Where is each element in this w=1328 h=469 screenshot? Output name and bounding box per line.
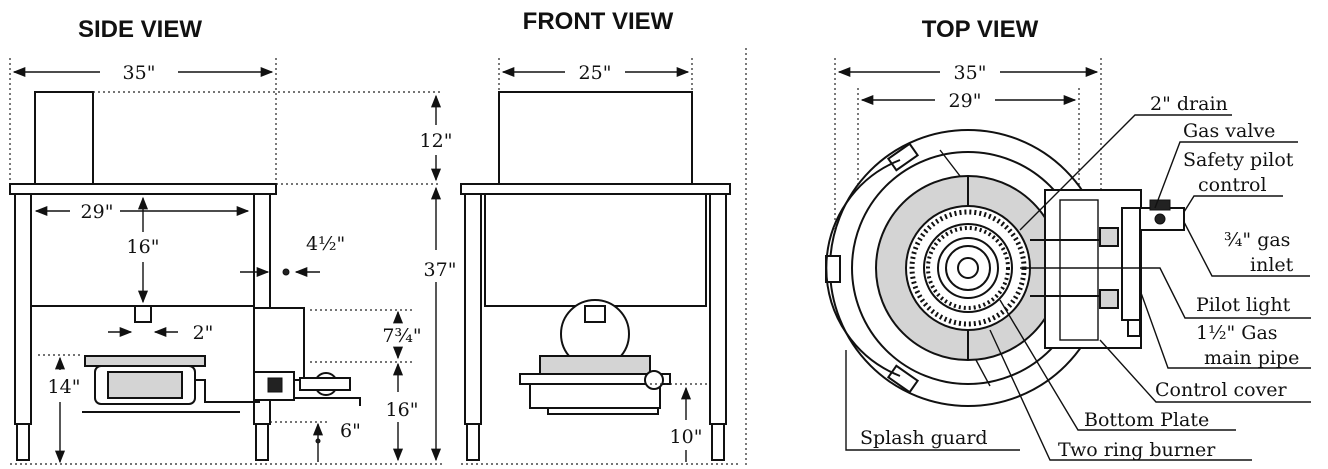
front-view: 25" 10" (460, 58, 740, 465)
dim-side-35: 35" (123, 62, 156, 84)
side-splash-guard (34, 91, 94, 185)
side-top-rim (9, 183, 277, 195)
dim-side-37: 37" (424, 259, 457, 281)
dim-side-12: 12" (420, 130, 453, 152)
label-splash-guard: Splash guard (860, 427, 988, 449)
label-control-cover: Control cover (1155, 379, 1288, 401)
front-view-title: FRONT VIEW (523, 8, 674, 35)
side-control-box (253, 307, 305, 381)
dim-side-29: 29" (81, 201, 114, 223)
label-main-pipe: 1½" Gas (1196, 322, 1278, 344)
dim-side-14: 14" (48, 376, 81, 398)
label-gas-valve: Gas valve (1183, 120, 1275, 142)
label-gas-inlet: ¾" gas (1224, 229, 1290, 251)
dim-side-4-5: 4½" (306, 233, 345, 255)
dim-front-10: 10" (670, 426, 703, 448)
dim-top-35: 35" (954, 62, 987, 84)
front-burner (539, 355, 651, 375)
dim-front-25: 25" (579, 62, 612, 84)
top-main-pipe (1121, 207, 1141, 321)
side-view-title: SIDE VIEW (78, 16, 202, 43)
top-view-title: TOP VIEW (922, 16, 1039, 43)
front-splash-guard (498, 91, 693, 185)
top-view: 35" 29" (825, 58, 1311, 461)
front-tub (484, 193, 707, 307)
label-main-pipe-2: main pipe (1204, 347, 1299, 369)
label-two-ring-burner: Two ring burner (1058, 439, 1216, 461)
label-safety-pilot-control: control (1198, 174, 1267, 196)
label-gas-inlet-2: inlet (1250, 254, 1294, 276)
label-safety-pilot: Safety pilot (1183, 149, 1294, 171)
side-leg-left (14, 193, 32, 425)
top-drain (957, 257, 979, 279)
side-drain (134, 305, 152, 323)
dim-top-29: 29" (949, 90, 982, 112)
dim-side-6: 6" (340, 420, 361, 442)
label-pilot-light: Pilot light (1196, 294, 1291, 316)
label-bottom-plate: Bottom Plate (1084, 409, 1209, 431)
dim-side-16: 16" (127, 236, 160, 258)
front-top-rim (460, 183, 731, 195)
dim-side-16b: 16" (386, 399, 419, 421)
dim-side-7-75: 7¾" (382, 325, 421, 347)
label-2-drain: 2" drain (1150, 93, 1228, 115)
dim-side-2: 2" (193, 322, 214, 344)
side-view: 35" 29" 16" 2" 4½" (9, 58, 457, 465)
